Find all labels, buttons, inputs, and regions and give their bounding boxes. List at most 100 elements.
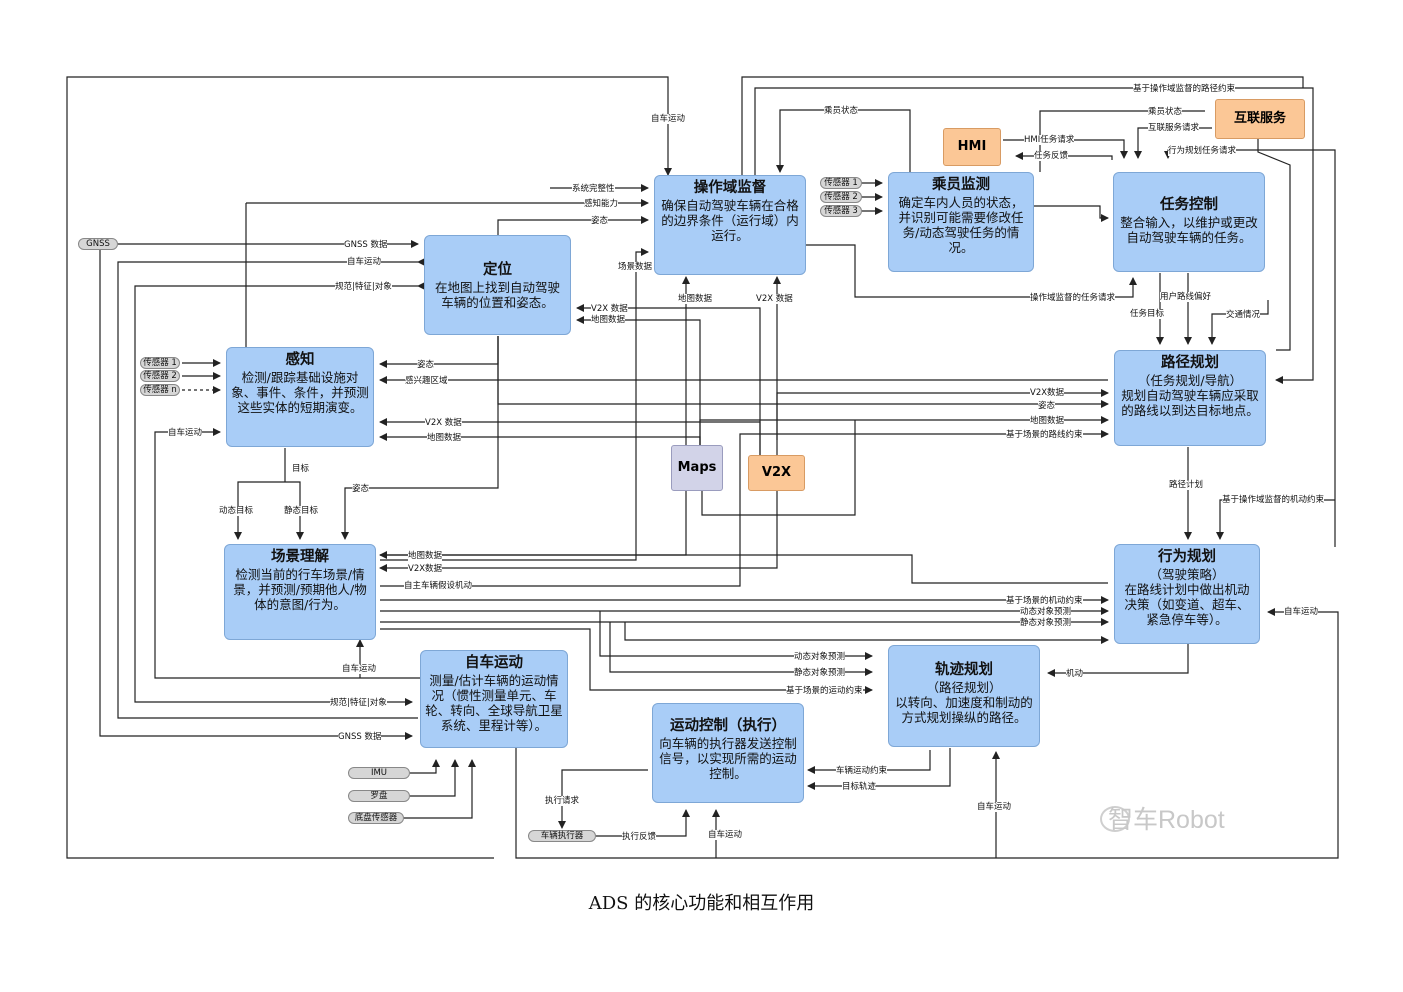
perception-title: 感知	[285, 352, 315, 368]
occupant-sensor-3-input: 传感器 3	[820, 205, 862, 217]
traffic-status-line	[1208, 300, 1269, 345]
ego-motion-loc-line	[117, 258, 425, 719]
label-v2x-data-perc: V2X 数据	[425, 418, 462, 428]
label-ego-motion-scene: 自车运动	[342, 664, 377, 674]
trajectory-planning-box[interactable]: 轨迹规划 （路径规划） 以转向、加速度和制动的方式规划操纵的路径。	[888, 645, 1040, 747]
perception-box[interactable]: 感知 检测/跟踪基础设施对象、事件、条件，并预测这些实体的短期演变。	[226, 347, 374, 447]
label-map-data-perc: 地图数据	[427, 433, 462, 443]
label-map-data-route: 地图数据	[1030, 416, 1065, 426]
v2x-scene-line	[379, 490, 778, 572]
dynamic-target-line	[234, 481, 285, 540]
occupant-monitor-box[interactable]: 乘员监测 确定车内人员的状态，并识别可能需要修改任务/动态驾驶任务的情况。	[888, 172, 1034, 272]
sensor-2-input: 传感器 2	[140, 370, 180, 382]
label-occupant-status-top: 乘员状态	[824, 106, 859, 116]
route-planning-subtitle: （任务规划/导航）	[1137, 373, 1243, 388]
label-roi: 感兴趣区域	[405, 376, 448, 386]
label-target: 目标	[292, 464, 310, 474]
label-maneuver: 机动	[1066, 669, 1084, 679]
label-route-plan: 路径计划	[1169, 480, 1204, 490]
pose-to-odd-line	[497, 216, 649, 236]
label-dyn-obj-pred-bp: 动态对象预测	[1020, 607, 1072, 617]
gnss-input: GNSS	[78, 238, 118, 250]
imu-line	[410, 759, 440, 774]
pose-route-line	[497, 336, 1109, 408]
odd-monitor-box[interactable]: 操作域监督 确保自动驾驶车辆在合格的边界条件（运行域）内运行。	[654, 175, 806, 275]
label-task-feedback: 任务反馈	[1034, 151, 1069, 161]
label-vehicle-motion-constraint: 车辆运动约束	[836, 766, 888, 776]
occupant-sensor-2-input: 传感器 2	[820, 191, 862, 203]
label-v2x-data-scene: V2X数据	[408, 564, 443, 574]
label-v2x-data-odd: V2X 数据	[756, 294, 793, 304]
label-ego-motion-mc: 自车运动	[708, 830, 743, 840]
dyn-obj-tp-line	[599, 611, 873, 660]
hmi-box[interactable]: HMI	[943, 128, 1001, 166]
label-gnss-data: GNSS 数据	[344, 240, 388, 250]
connected-to-route-line	[1257, 139, 1291, 351]
route-constraint-line	[754, 87, 1314, 384]
label-scene-route-constraint: 基于场景的路线约束	[1006, 430, 1083, 440]
scene-understanding-box[interactable]: 场景理解 检测当前的行车场景/情景，并预测/预期他人/物体的意图/行为。	[224, 544, 376, 640]
motion-control-title: 运动控制（执行）	[670, 718, 786, 734]
label-pose-route: 姿态	[1038, 401, 1056, 411]
compass-line	[410, 759, 459, 797]
label-exec-request: 执行请求	[545, 796, 580, 806]
mission-control-title: 任务控制	[1160, 197, 1218, 213]
behavior-planning-desc: 在路线计划中做出机动决策（如变道、超车、紧急停车等）。	[1124, 582, 1250, 627]
odd-monitor-desc: 确保自动驾驶车辆在合格的边界条件（运行域）内运行。	[661, 198, 799, 243]
label-scene-motion-constraint: 基于场景的运动约束	[786, 686, 863, 696]
pose-perc-line	[379, 336, 499, 368]
label-v2x-data-route: V2X数据	[1030, 388, 1065, 398]
maps-to-route-line	[701, 420, 856, 516]
connected-services-box[interactable]: 互联服务	[1215, 99, 1305, 139]
label-pose-odd: 姿态	[591, 216, 609, 226]
motion-control-box[interactable]: 运动控制（执行） 向车辆的执行器发送控制信号，以实现所需的运动控制。	[652, 703, 804, 803]
label-odd-maneuver-constraint: 基于操作域监督的机动约束	[1222, 495, 1325, 505]
behavior-feedback-line	[380, 554, 1108, 584]
occupant-monitor-title: 乘员监测	[932, 177, 990, 193]
ego-motion-box[interactable]: 自车运动 测量/估计车辆的运动情况（惯性测量单元、车轮、转向、全球导航卫星系统、…	[420, 650, 568, 748]
label-behavior-task-req: 行为规划任务请求	[1168, 146, 1237, 156]
label-target-trajectory: 目标轨迹	[842, 782, 877, 792]
ego-motion-title: 自车运动	[465, 655, 523, 671]
chassis-line	[404, 759, 476, 819]
label-connected-service-req: 互联服务请求	[1148, 123, 1200, 133]
mission-control-box[interactable]: 任务控制 整合输入，以维护或更改自动驾驶车辆的任务。	[1113, 172, 1265, 272]
exec-request-line	[558, 769, 648, 829]
v2x-to-loc-line	[576, 304, 761, 455]
trajectory-planning-desc: 以转向、加速度和制动的方式规划操纵的路径。	[895, 695, 1033, 725]
scene-route-line	[380, 430, 1109, 587]
v2x-route-line	[776, 389, 1109, 440]
label-dyn-obj-pred-tp: 动态对象预测	[794, 652, 846, 662]
trajectory-planning-subtitle: （路径规划）	[926, 680, 1002, 695]
label-task-target: 任务目标	[1130, 309, 1165, 319]
localization-box[interactable]: 定位 在地图上找到自动驾驶车辆的位置和姿态。	[424, 235, 571, 335]
route-planning-box[interactable]: 路径规划 （任务规划/导航） 规划自动驾驶车辆应采取的路线以到达目标地点。	[1114, 350, 1266, 446]
v2x-box[interactable]: V2X	[748, 455, 805, 491]
map-to-loc-line	[576, 316, 701, 448]
behavior-planning-box[interactable]: 行为规划 （驾驶策略） 在路线计划中做出机动决策（如变道、超车、紧急停车等）。	[1114, 544, 1260, 644]
sensor-1-input: 传感器 1	[140, 357, 180, 369]
occupant-sensor-1-input: 传感器 1	[820, 177, 862, 189]
static-obj-tp-line	[609, 622, 873, 676]
scene-motion-tp-line	[380, 628, 873, 694]
ego-to-behavior-line	[624, 622, 1109, 644]
route-planning-desc: 规划自动驾驶车辆应采取的路线以到达目标地点。	[1121, 388, 1259, 418]
figure-caption: ADS 的核心功能和相互作用	[588, 893, 815, 914]
label-system-integrity: 系统完整性	[572, 184, 615, 194]
label-pose-perc: 姿态	[417, 360, 435, 370]
label-exec-feedback: 执行反馈	[622, 832, 657, 842]
localization-title: 定位	[483, 262, 512, 278]
compass-input: 罗盘	[348, 790, 410, 802]
label-map-data-loc: 地图数据	[591, 315, 626, 325]
map-route-line	[699, 416, 1109, 448]
scene-data-line	[380, 248, 649, 561]
label-ego-motion-tp: 自车运动	[977, 802, 1012, 812]
label-map-data-odd: 地图数据	[678, 294, 713, 304]
label-pose-scene: 姿态	[352, 484, 370, 494]
maps-box[interactable]: Maps	[671, 445, 723, 491]
static-target-line	[285, 481, 304, 540]
label-static-target: 静态目标	[284, 506, 319, 516]
odd-task-req-line	[806, 244, 1137, 298]
label-ego-motion-top: 自车运动	[651, 114, 686, 124]
